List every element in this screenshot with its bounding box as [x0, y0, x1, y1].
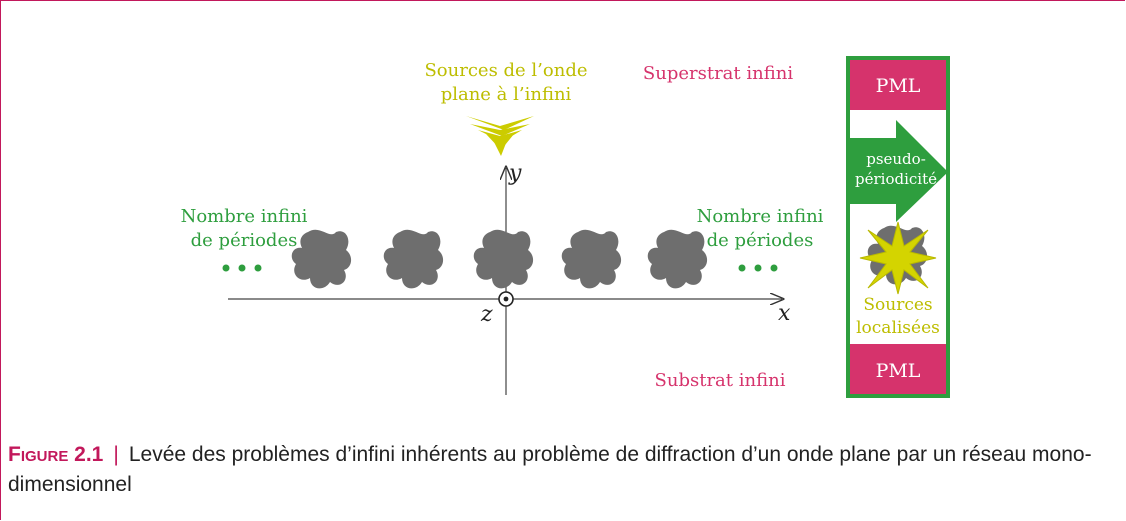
localized-sources-label-1: Sources: [863, 295, 932, 315]
z-axis-label: z: [480, 302, 493, 327]
substrat-label: Substrat infini: [655, 370, 786, 391]
z-axis-dot: [503, 296, 509, 302]
pml-top-label: PML: [876, 75, 921, 97]
superstrat-label: Superstrat infini: [643, 63, 793, 84]
ellipsis-right-icon: [738, 264, 778, 272]
grating-period-1: [291, 229, 352, 289]
pml-bottom-label: PML: [876, 360, 921, 382]
periods-left-label-2: de périodes: [191, 230, 298, 251]
periods-right-label-1: Nombre infini: [697, 206, 824, 227]
caption-text: Levée des problèmes d’infini inhérents a…: [8, 443, 1092, 496]
plane-wave-source-icon: [466, 116, 534, 156]
localized-sources-label-2: localisées: [856, 318, 940, 338]
ellipsis-left-icon: [222, 264, 262, 272]
pml-bottom-block: [850, 344, 946, 394]
grating-period-3: [473, 229, 534, 289]
caption-label: Figure 2.1: [8, 443, 104, 466]
pseudo-periodicity-label-2: périodicité: [855, 170, 937, 188]
x-axis-label: x: [778, 301, 791, 326]
grating-period-4: [561, 229, 622, 289]
periods-left-label-1: Nombre infini: [181, 206, 308, 227]
pml-top-block: [850, 60, 946, 110]
grating-period-2: [383, 229, 444, 289]
periods-right-label-2: de périodes: [707, 230, 814, 251]
caption-separator: |: [113, 443, 119, 466]
figure-caption: Figure 2.1 |Levée des problèmes d’infini …: [8, 440, 1108, 500]
plane-wave-source-label-2: plane à l’infini: [441, 84, 572, 105]
pseudo-periodicity-label-1: pseudo-: [866, 150, 926, 168]
computational-cell: PML pseudo- périodicité Sources localisé…: [846, 56, 950, 398]
pseudo-periodicity-arrow: [850, 120, 948, 222]
localized-source-icon: [859, 221, 937, 295]
diffraction-figure: x y z Sources de l’onde plane à l’infini…: [181, 56, 950, 398]
grating-period-5: [647, 229, 708, 289]
plane-wave-source-label-1: Sources de l’onde: [424, 60, 587, 81]
y-axis-label: y: [508, 161, 522, 186]
